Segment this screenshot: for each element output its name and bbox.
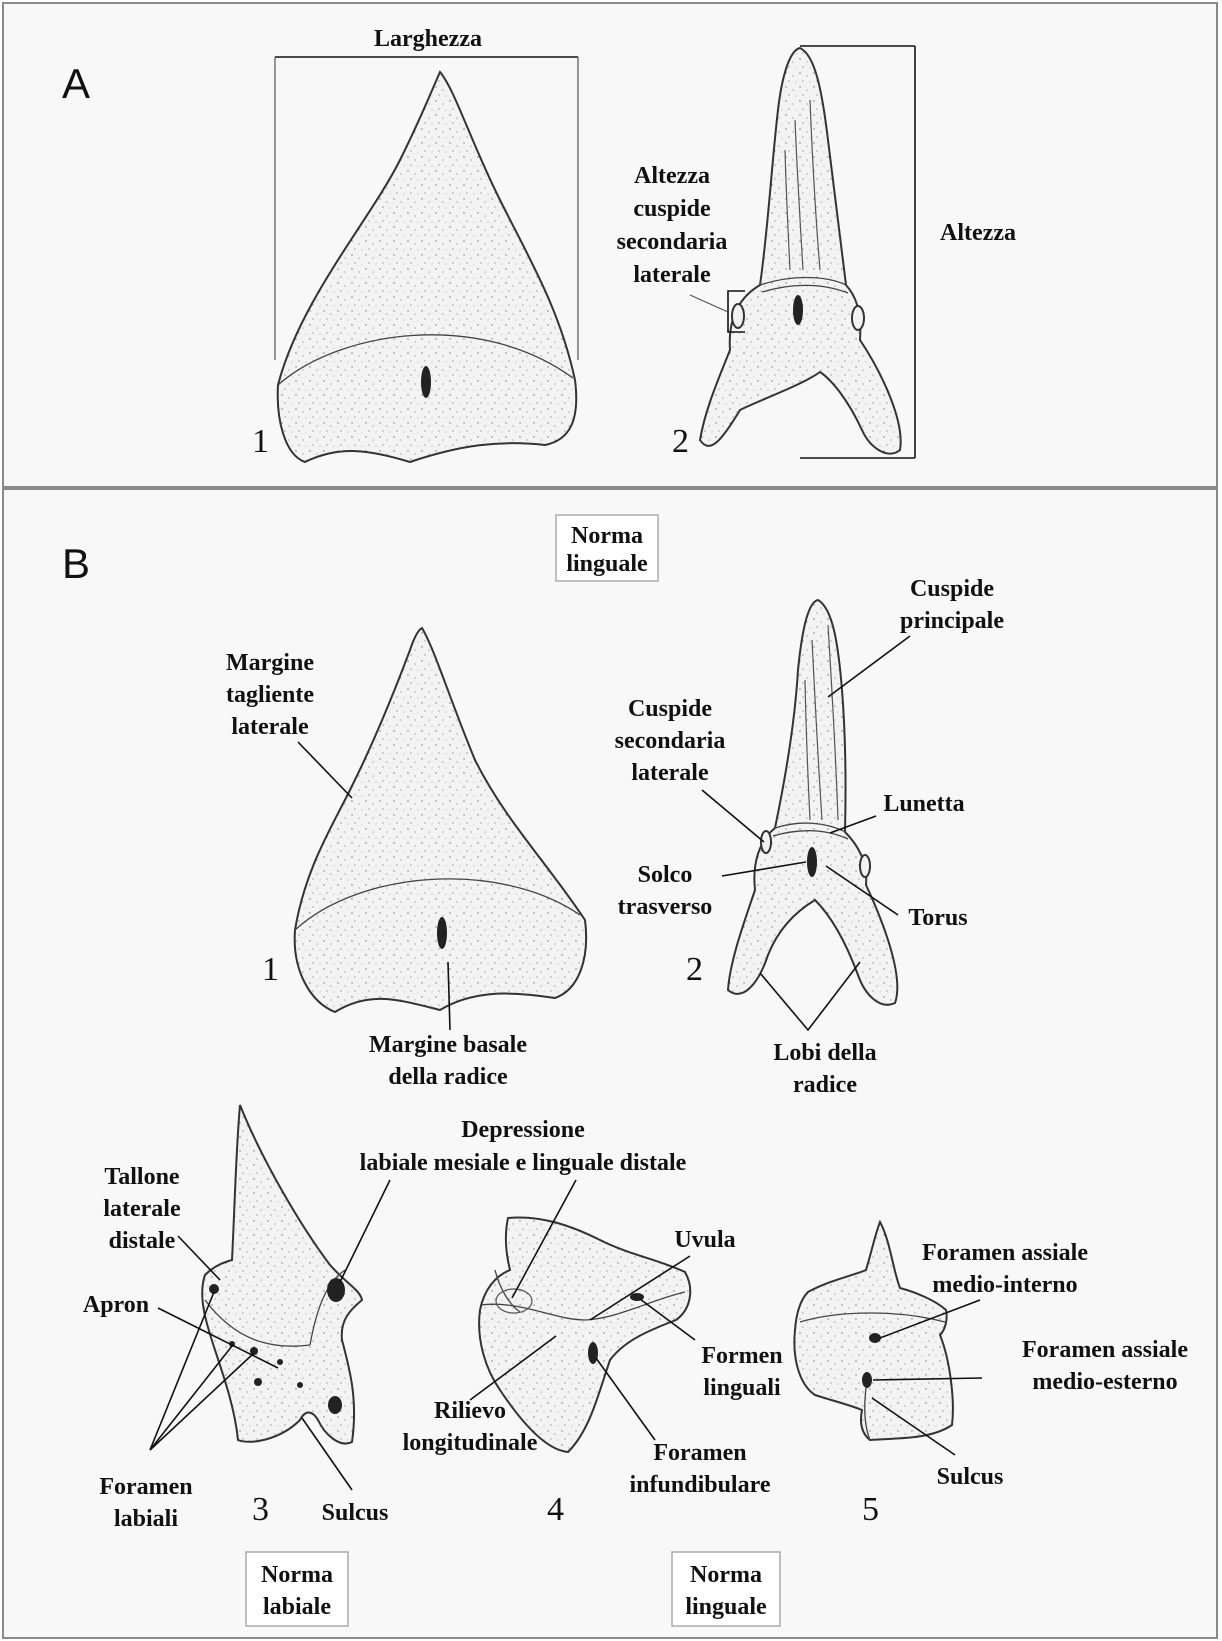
svg-text:della radice: della radice [388,1064,508,1090]
lunetta-label: Lunetta [883,791,964,817]
torus-label: Torus [908,905,967,931]
svg-text:laterale: laterale [631,760,709,786]
svg-text:longitudinale: longitudinale [403,1430,538,1456]
svg-text:Foramen assiale: Foramen assiale [1022,1337,1188,1363]
distal-heel-label: Tallone laterale distale [103,1164,181,1254]
svg-text:Norma: Norma [261,1562,333,1588]
svg-text:labiali: labiali [114,1506,178,1532]
svg-text:secondaria: secondaria [617,229,728,255]
fig-number-a1: 1 [252,423,269,460]
root-lobes-pointer [760,962,860,1030]
svg-text:Margine: Margine [226,650,314,676]
infundibular-foramen-label: Foramen infundibulare [630,1440,771,1498]
lateral-cutting-edge-label: Margine tagliente laterale [226,650,314,740]
svg-text:medio-esterno: medio-esterno [1032,1369,1177,1395]
depression-label: Depressione labiale mesiale e linguale d… [360,1117,687,1176]
svg-text:principale: principale [900,608,1004,634]
svg-text:Foramen assiale: Foramen assiale [922,1240,1088,1266]
lateral-cutting-edge-pointer [298,742,352,798]
tooth-a1 [278,72,577,462]
svg-text:Depressione: Depressione [461,1117,585,1143]
svg-text:laterale: laterale [103,1196,181,1222]
svg-text:Norma: Norma [571,523,643,549]
svg-text:tagliente: tagliente [226,682,314,708]
svg-text:laterale: laterale [231,714,309,740]
panel-b-letter: B [62,540,90,587]
labial-foramina-label: Foramen labiali [99,1474,192,1532]
svg-text:laterale: laterale [633,262,711,288]
svg-text:Foramen: Foramen [99,1474,192,1500]
svg-text:Rilievo: Rilievo [434,1398,506,1424]
norma-labiale-box: Norma labiale [246,1552,348,1626]
axial-outer-label: Foramen assiale medio-esterno [1022,1337,1188,1395]
fig-number-b2: 2 [686,951,703,988]
tooth-b1 [295,628,586,1012]
svg-text:Lobi della: Lobi della [773,1040,876,1066]
svg-text:distale: distale [109,1228,176,1254]
svg-text:linguale: linguale [566,551,648,577]
basal-root-margin-label: Margine basale della radice [369,1032,527,1090]
tooth-a2 [700,48,901,454]
svg-text:linguali: linguali [703,1375,781,1401]
infundibular-foramen-pointer [596,1358,655,1440]
width-label: Larghezza [374,26,482,52]
fig-number-a2: 2 [672,423,689,460]
tooth-b3 [202,1105,362,1443]
svg-text:Altezza: Altezza [634,163,710,189]
secondary-cusp-pointer [702,790,764,842]
svg-text:Foramen: Foramen [653,1440,746,1466]
svg-text:trasverso: trasverso [618,894,713,920]
fig-number-b4: 4 [547,1491,564,1528]
tooth-b4 [479,1217,690,1452]
tooth-b2 [728,600,897,1005]
svg-text:linguale: linguale [685,1594,767,1620]
svg-text:cuspide: cuspide [633,196,711,222]
sulcus-5-label: Sulcus [937,1464,1004,1490]
main-cusp-label: Cuspide principale [900,576,1004,634]
axial-inner-label: Foramen assiale medio-interno [922,1240,1088,1298]
svg-text:secondaria: secondaria [615,728,726,754]
svg-text:infundibulare: infundibulare [630,1472,771,1498]
svg-text:medio-interno: medio-interno [932,1272,1077,1298]
transverse-groove-label: Solco trasverso [618,862,713,920]
lingual-foramina-label: Formen linguali [701,1343,782,1401]
root-lobes-label: Lobi della radice [773,1040,876,1098]
norma-linguale-bottom-box: Norma linguale [672,1552,780,1626]
fig-number-b5: 5 [862,1491,879,1528]
sulcus-3-label: Sulcus [322,1500,389,1526]
svg-text:Cuspide: Cuspide [910,576,994,602]
panel-a-letter: A [62,60,90,107]
depression-pointer-a [340,1180,390,1282]
secondary-cusp-height-label: Altezza cuspide secondaria laterale [617,163,728,288]
svg-text:Tallone: Tallone [104,1164,179,1190]
apron-label: Apron [83,1292,149,1318]
secondary-cusp-label: Cuspide secondaria laterale [615,696,726,786]
svg-text:radice: radice [793,1072,857,1098]
svg-text:labiale mesiale e linguale dis: labiale mesiale e linguale distale [360,1150,687,1176]
distal-heel-pointer [178,1236,220,1280]
svg-text:Formen: Formen [701,1343,782,1369]
fig-number-b3: 3 [252,1491,269,1528]
svg-text:Norma: Norma [690,1562,762,1588]
svg-text:Margine basale: Margine basale [369,1032,527,1058]
height-label: Altezza [940,220,1016,246]
norma-linguale-top-box: Norma linguale [556,515,658,581]
svg-text:labiale: labiale [263,1594,331,1620]
fig-number-b1: 1 [262,951,279,988]
uvula-label: Uvula [674,1227,735,1253]
svg-text:Solco: Solco [638,862,693,888]
svg-text:Cuspide: Cuspide [628,696,712,722]
